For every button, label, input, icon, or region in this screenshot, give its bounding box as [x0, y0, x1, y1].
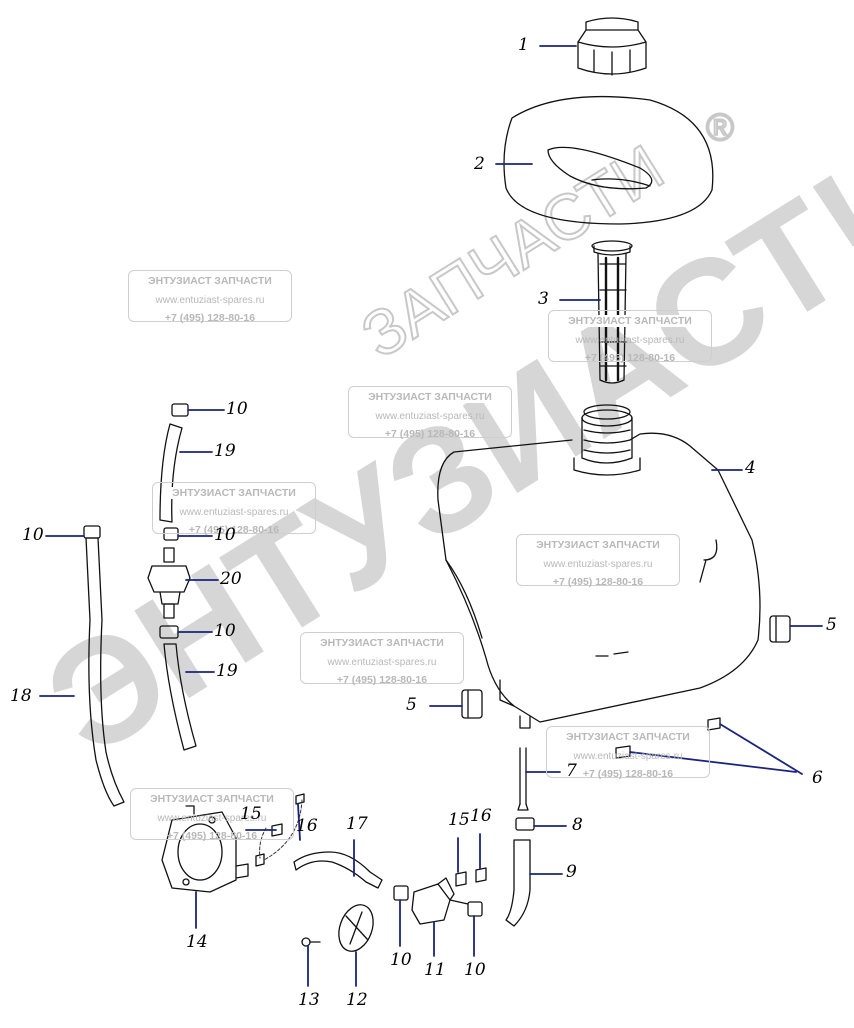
callout-19-top[interactable]: 19 — [214, 441, 236, 461]
callout-18[interactable]: 18 — [10, 686, 32, 706]
watermark-card-phone: +7 (495) 128-80-16 — [164, 312, 256, 324]
pump-bolts-part[interactable] — [255, 793, 305, 867]
filler-cap-part[interactable] — [577, 17, 647, 76]
callout-10-tap-left[interactable]: 10 — [390, 950, 412, 970]
callout-15-pump[interactable]: 15 — [240, 804, 262, 824]
drain-rod-part[interactable] — [517, 747, 529, 811]
callout-16-pump[interactable]: 16 — [296, 816, 318, 836]
watermark-card: ЭНТУЗИАСТ ЗАПЧАСТИ www.entuziast-spares.… — [300, 632, 464, 686]
outlet-hose-part[interactable] — [505, 839, 531, 927]
watermark-card: ЭНТУЗИАСТ ЗАПЧАСТИ www.entuziast-spares.… — [516, 534, 680, 588]
long-fuel-hose-part[interactable] — [85, 537, 125, 807]
rubber-collar-part[interactable] — [503, 95, 714, 225]
watermark-card-url: www.entuziast-spares.ru — [155, 295, 265, 306]
watermark-card-url: www.entuziast-spares.ru — [375, 411, 485, 422]
watermark-card-url: www.entuziast-spares.ru — [157, 813, 267, 824]
callout-6[interactable]: 6 — [812, 768, 823, 788]
callout-12[interactable]: 12 — [346, 990, 368, 1010]
watermark-card-title: ЭНТУЗИАСТ ЗАПЧАСТИ — [146, 793, 278, 805]
watermark-card-url: www.entuziast-spares.ru — [179, 507, 289, 518]
tap-lever-part[interactable] — [333, 900, 379, 956]
watermark-card-title: ЭНТУЗИАСТ ЗАПЧАСТИ — [144, 275, 276, 287]
callout-14[interactable]: 14 — [186, 932, 208, 952]
watermark-card-title: ЭНТУЗИАСТ ЗАПЧАСТИ — [532, 539, 664, 551]
watermark-card: ЭНТУЗИАСТ ЗАПЧАСТИ www.entuziast-spares.… — [152, 482, 316, 536]
callout-5-left[interactable]: 5 — [406, 695, 417, 715]
filter-hoses-part[interactable] — [159, 423, 197, 751]
fuel-pump-part[interactable] — [161, 805, 249, 893]
fuel-tap-part[interactable] — [411, 877, 469, 925]
watermark-card-phone: +7 (495) 128-80-16 — [384, 428, 476, 440]
callout-19-bottom[interactable]: 19 — [216, 661, 238, 681]
callout-20[interactable]: 20 — [220, 569, 242, 589]
watermark-card-phone: +7 (495) 128-80-16 — [336, 674, 428, 686]
tap-screw-part[interactable] — [301, 937, 321, 947]
watermark-card-title: ЭНТУЗИАСТ ЗАПЧАСТИ — [316, 637, 448, 649]
callout-10-tap-right[interactable]: 10 — [464, 960, 486, 980]
watermark-card: ЭНТУЗИАСТ ЗАПЧАСТИ www.entuziast-spares.… — [128, 270, 292, 324]
watermark-card: ЭНТУЗИАСТ ЗАПЧАСТИ www.entuziast-spares.… — [548, 310, 712, 364]
pump-hose-part[interactable] — [293, 851, 383, 889]
callout-11[interactable]: 11 — [424, 960, 446, 980]
watermark-card-title: ЭНТУЗИАСТ ЗАПЧАСТИ — [168, 487, 300, 499]
callout-4[interactable]: 4 — [745, 458, 756, 478]
inline-fuel-filter-part[interactable] — [147, 547, 191, 619]
callout-9[interactable]: 9 — [566, 862, 577, 882]
watermark-card-phone: +7 (495) 128-80-16 — [166, 830, 258, 842]
callout-5-right[interactable]: 5 — [826, 615, 837, 635]
leader-lines — [39, 45, 823, 987]
callout-10-left[interactable]: 10 — [22, 525, 44, 545]
tank-pad-right-part[interactable] — [769, 615, 791, 643]
callout-15-tap[interactable]: 15 — [448, 810, 470, 830]
callout-8[interactable]: 8 — [572, 815, 583, 835]
callout-13[interactable]: 13 — [298, 990, 320, 1010]
tank-pad-left-part[interactable] — [461, 689, 483, 719]
watermark-card-url: www.entuziast-spares.ru — [575, 335, 685, 346]
watermark-card-phone: +7 (495) 128-80-16 — [584, 352, 676, 364]
hose-clamp-part[interactable] — [515, 817, 535, 831]
callout-17[interactable]: 17 — [346, 814, 368, 834]
callout-10-top[interactable]: 10 — [226, 399, 248, 419]
watermark-card-title: ЭНТУЗИАСТ ЗАПЧАСТИ — [564, 315, 696, 327]
callout-1[interactable]: 1 — [518, 35, 529, 55]
watermark-card-phone: +7 (495) 128-80-16 — [582, 768, 674, 780]
watermark-card: ЭНТУЗИАСТ ЗАПЧАСТИ www.entuziast-spares.… — [546, 726, 710, 780]
watermark-card-title: ЭНТУЗИАСТ ЗАПЧАСТИ — [364, 391, 496, 403]
watermark-card-phone: +7 (495) 128-80-16 — [552, 576, 644, 588]
watermark-card-title: ЭНТУЗИАСТ ЗАПЧАСТИ — [562, 731, 694, 743]
callout-3[interactable]: 3 — [538, 289, 549, 309]
watermark-card: ЭНТУЗИАСТ ЗАПЧАСТИ www.entuziast-spares.… — [130, 788, 294, 842]
callout-16-tap[interactable]: 16 — [470, 806, 492, 826]
fuel-tank-part[interactable] — [437, 404, 761, 729]
watermark-card-url: www.entuziast-spares.ru — [573, 751, 683, 762]
callout-10-filter-top[interactable]: 10 — [214, 525, 236, 545]
callout-10-filter-bottom[interactable]: 10 — [214, 621, 236, 641]
watermark-card-url: www.entuziast-spares.ru — [543, 559, 653, 570]
watermark-card: ЭНТУЗИАСТ ЗАПЧАСТИ www.entuziast-spares.… — [348, 386, 512, 440]
watermark-card-phone: +7 (495) 128-80-16 — [188, 524, 280, 536]
tap-bolts-part[interactable] — [455, 867, 487, 887]
callout-7[interactable]: 7 — [566, 761, 577, 781]
callout-2[interactable]: 2 — [474, 154, 485, 174]
watermark-card-url: www.entuziast-spares.ru — [327, 657, 437, 668]
